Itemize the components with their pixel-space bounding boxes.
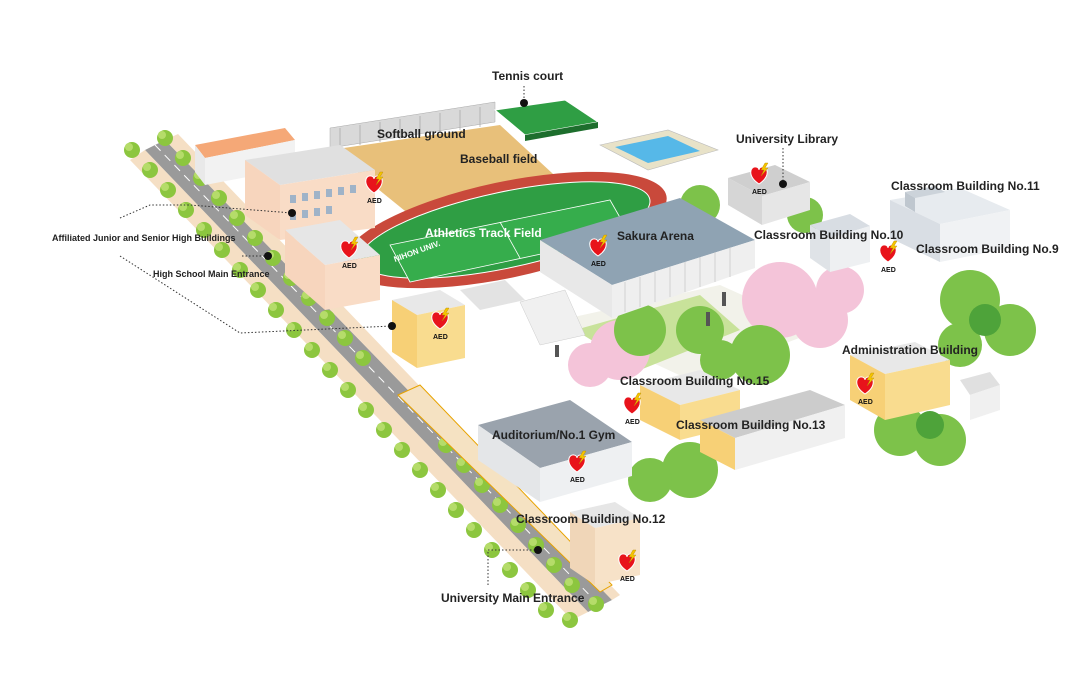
svg-text:AED: AED xyxy=(858,399,873,406)
aed-marker[interactable]: AED xyxy=(340,236,359,270)
label-sakura-arena[interactable]: Sakura Arena xyxy=(617,229,694,243)
landscape xyxy=(329,99,1036,502)
location-dot-icon xyxy=(264,252,272,260)
aed-marker[interactable]: AED xyxy=(589,234,608,268)
label-baseball-field[interactable]: Baseball field xyxy=(460,152,537,166)
label-university-library[interactable]: University Library xyxy=(736,132,838,146)
svg-text:AED: AED xyxy=(570,477,585,484)
label-classroom-12[interactable]: Classroom Building No.12 xyxy=(516,512,666,526)
map-labels: Tennis court Softball ground Baseball fi… xyxy=(52,69,1059,605)
location-dot-icon xyxy=(534,546,542,554)
aed-marker[interactable]: AED xyxy=(623,392,642,426)
aed-marker[interactable]: AED xyxy=(365,171,384,205)
svg-text:AED: AED xyxy=(881,267,896,274)
location-dots xyxy=(264,99,787,554)
aed-markers: AED AED AED AED AED AED AED AED AED AED xyxy=(340,162,898,583)
svg-text:AED: AED xyxy=(752,189,767,196)
label-classroom-15[interactable]: Classroom Building No.15 xyxy=(620,374,770,388)
svg-text:AED: AED xyxy=(625,419,640,426)
label-classroom-9[interactable]: Classroom Building No.9 xyxy=(916,242,1059,256)
svg-text:AED: AED xyxy=(433,334,448,341)
aed-marker[interactable]: AED xyxy=(879,240,898,274)
label-classroom-10[interactable]: Classroom Building No.10 xyxy=(754,228,904,242)
location-dot-icon xyxy=(288,209,296,217)
label-classroom-11[interactable]: Classroom Building No.11 xyxy=(891,179,1040,193)
svg-text:AED: AED xyxy=(620,576,635,583)
label-classroom-13[interactable]: Classroom Building No.13 xyxy=(676,418,826,432)
buildings xyxy=(195,128,1010,585)
aed-marker[interactable]: AED xyxy=(856,372,875,406)
label-administration[interactable]: Administration Building xyxy=(842,343,978,357)
label-high-school-entrance[interactable]: High School Main Entrance xyxy=(153,269,270,279)
svg-text:AED: AED xyxy=(591,261,606,268)
label-athletics-track[interactable]: Athletics Track Field xyxy=(425,226,542,240)
location-dot-icon xyxy=(388,322,396,330)
svg-text:AED: AED xyxy=(367,198,382,205)
aed-marker[interactable]: AED xyxy=(750,162,769,196)
location-dot-icon xyxy=(520,99,528,107)
label-university-entrance[interactable]: University Main Entrance xyxy=(441,591,585,605)
label-tennis-court[interactable]: Tennis court xyxy=(492,69,563,83)
aed-marker[interactable]: AED xyxy=(618,549,637,583)
label-auditorium[interactable]: Auditorium/No.1 Gym xyxy=(492,428,615,442)
svg-text:AED: AED xyxy=(342,263,357,270)
aed-marker[interactable]: AED xyxy=(568,450,587,484)
aed-marker[interactable]: AED xyxy=(431,307,450,341)
label-softball-ground[interactable]: Softball ground xyxy=(377,127,466,141)
location-dot-icon xyxy=(779,180,787,188)
statue-icon xyxy=(555,292,726,357)
label-affiliated-high[interactable]: Affiliated Junior and Senior High Buildi… xyxy=(52,233,236,243)
